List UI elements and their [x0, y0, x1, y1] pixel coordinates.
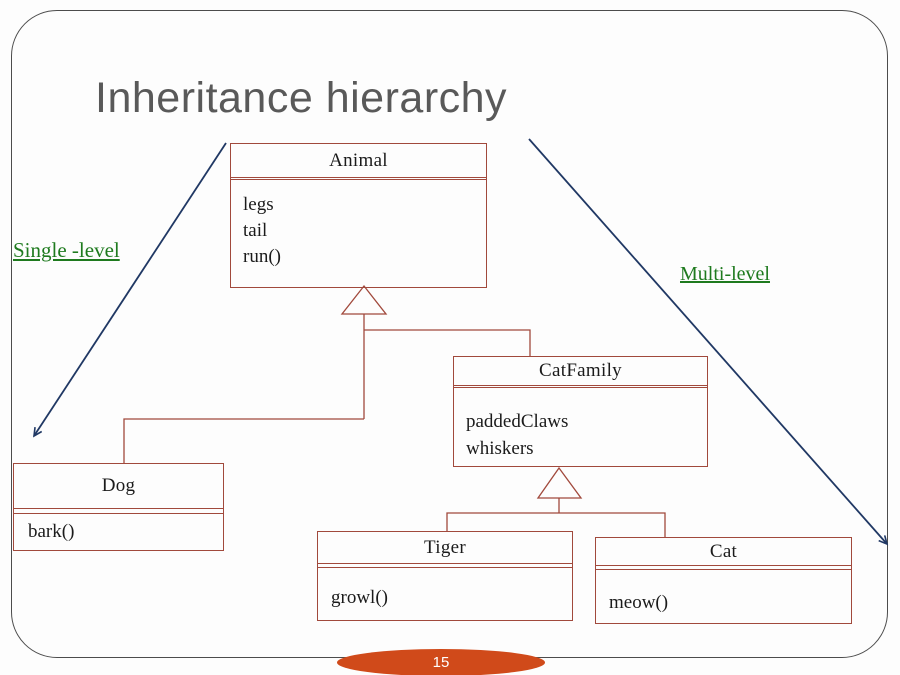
class-box-tiger: Tiger growl()	[317, 531, 573, 621]
class-members: meow()	[596, 570, 851, 615]
member-line: paddedClaws	[466, 411, 569, 432]
uml-divider	[596, 565, 851, 570]
multi-level-label: Multi-level	[680, 263, 770, 285]
class-box-animal: Animal legs tail run()	[230, 143, 487, 288]
class-box-dog: Dog bark()	[13, 463, 224, 551]
class-members: bark()	[14, 514, 223, 544]
class-members: paddedClaws whiskers	[454, 388, 707, 462]
uml-divider	[231, 177, 486, 180]
member-line: run()	[243, 246, 281, 267]
uml-divider	[318, 563, 572, 568]
member-line: meow()	[609, 592, 669, 613]
uml-divider	[14, 508, 223, 514]
member-line: legs	[243, 194, 274, 215]
page-number: 15	[432, 654, 450, 671]
class-box-cat: Cat meow()	[595, 537, 852, 624]
class-members: growl()	[318, 568, 572, 610]
class-name: Tiger	[424, 536, 466, 558]
class-members: legs tail run()	[231, 180, 486, 270]
page-title: Inheritance hierarchy	[95, 74, 508, 122]
class-name: Dog	[101, 475, 136, 496]
single-level-label: Single -level	[13, 238, 120, 262]
class-name: CatFamily	[539, 360, 622, 381]
member-line: tail	[243, 220, 268, 241]
class-box-catfamily: CatFamily paddedClaws whiskers	[453, 356, 708, 467]
uml-divider	[454, 385, 707, 388]
class-name: Cat	[709, 540, 738, 562]
member-line: bark()	[28, 521, 75, 542]
member-line: whiskers	[466, 438, 534, 459]
class-name: Animal	[329, 149, 388, 171]
page-number-badge: 15	[337, 649, 545, 675]
member-line: growl()	[331, 587, 388, 608]
